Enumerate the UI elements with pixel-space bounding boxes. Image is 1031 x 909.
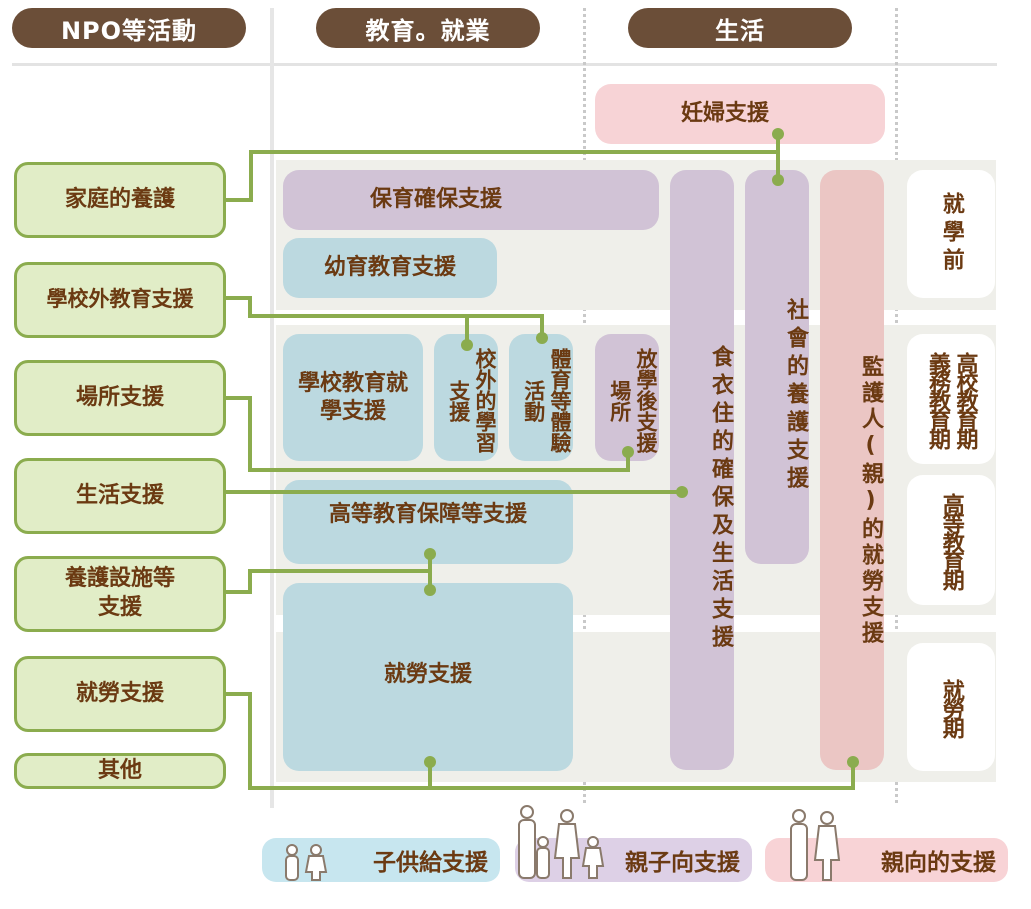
left-item-other: 其他 [14, 753, 226, 789]
left-item-family-care: 家庭的養護 [14, 162, 226, 238]
box-food-clothing-housing: 食衣住的確保及生活支援 [670, 170, 734, 770]
box-employment-support: 就勞支援 [283, 583, 573, 771]
box-higher-education: 高等教育保障等支援 [283, 480, 573, 564]
box-after-school-place: 放學後支援場所 [595, 334, 659, 461]
legend-parent-child-support: 親子向支援 [515, 805, 752, 882]
box-label: 妊婦支援 [680, 101, 769, 127]
legend-child-support: 子供給支援 [262, 838, 500, 882]
stage-preschool: 就學前 [907, 170, 995, 298]
stage-compulsory: 義務教育期 [925, 351, 950, 447]
box-school-enrollment: 學校教育就學支援 [283, 334, 423, 461]
box-social-care: 社會的養護支援 [745, 170, 809, 564]
left-item-employment: 就勞支援 [14, 656, 226, 732]
box-childcare-secure: 保育確保支援 [283, 170, 659, 230]
header-life: 生活 [628, 8, 852, 48]
box-experience-activity: 體育等體驗活動 [509, 334, 573, 461]
header-npo-activities: NPO等活動 [12, 8, 246, 48]
box-label: 高等教育保障等支援 [328, 502, 527, 528]
children-icon [285, 844, 328, 881]
box-out-school-learning: 校外的學習支援 [434, 334, 498, 461]
legend-label: 親向的支援 [881, 850, 996, 876]
stage-higher-education: 高等教育期 [907, 475, 995, 605]
header-divider [12, 63, 997, 66]
stage-high-school: 高校教育期 [952, 351, 978, 447]
legend-label: 子供給支援 [373, 850, 488, 876]
left-item-extra-school: 學校外教育支援 [14, 262, 226, 338]
legend-label: 親子向支援 [625, 850, 740, 876]
box-preschool-education: 幼育教育支援 [283, 238, 497, 298]
stage-working: 就勞期 [907, 643, 995, 771]
header-education-employment: 教育。就業 [316, 8, 540, 48]
box-guardian-employment: 監護人(親)的就勞支援 [820, 170, 884, 770]
stage-school: 義務教育期 高校教育期 [907, 334, 995, 464]
box-label: 保育確保支援 [369, 187, 502, 213]
column-divider-npo [270, 8, 274, 808]
left-item-place-support: 場所支援 [14, 360, 226, 436]
left-item-facility-support: 養護設施等支援 [14, 556, 226, 632]
legend-parent-support: 親向的支援 [765, 809, 1008, 882]
parents-icon [790, 809, 841, 881]
family-icon [518, 805, 605, 879]
box-pregnant-support: 妊婦支援 [595, 84, 885, 144]
left-item-life-support: 生活支援 [14, 458, 226, 534]
